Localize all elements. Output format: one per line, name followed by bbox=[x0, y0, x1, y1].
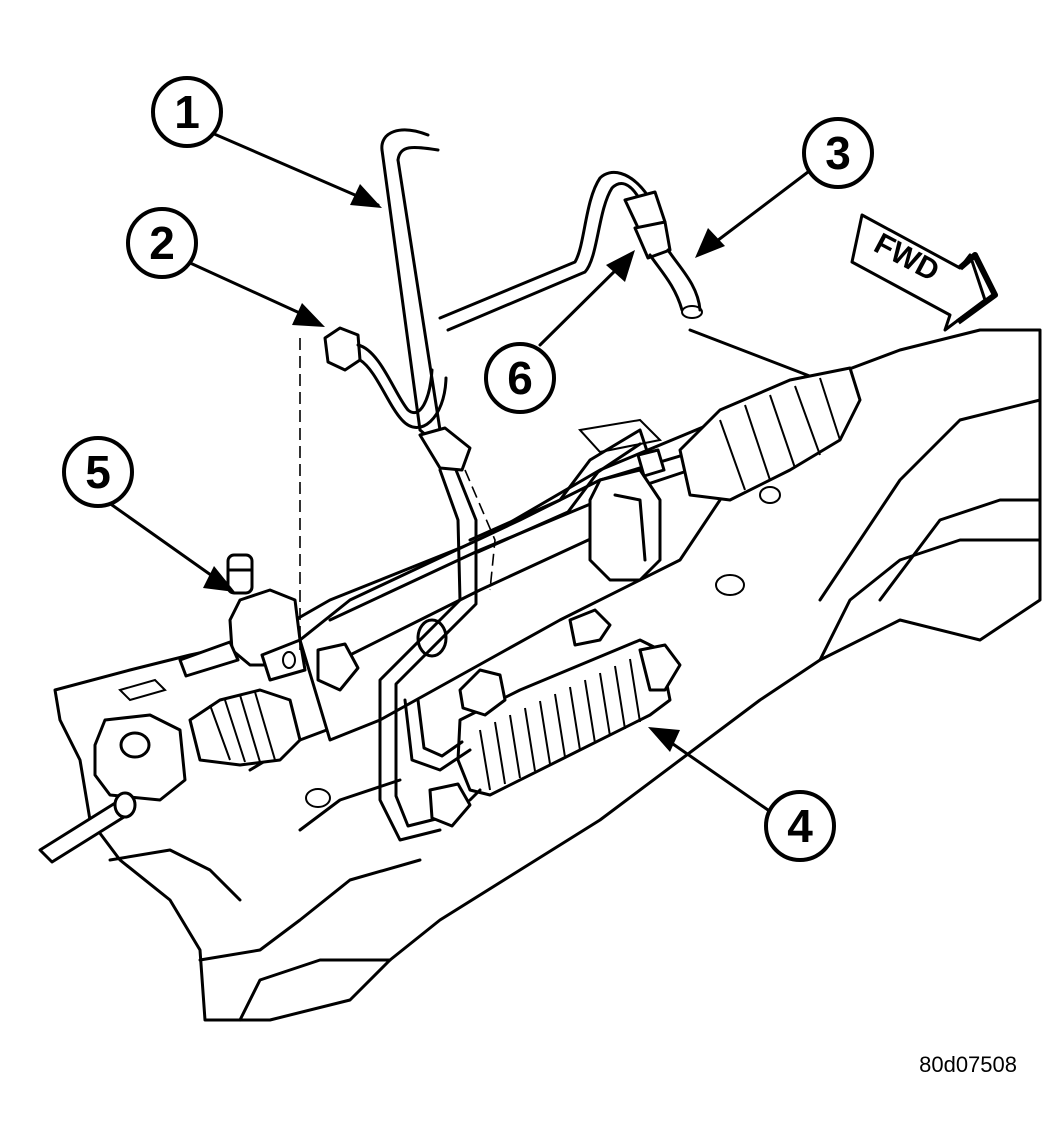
crossmember bbox=[53, 328, 1042, 1022]
callout-3-label: 3 bbox=[825, 127, 851, 179]
callout-5: 5 bbox=[62, 436, 134, 508]
steering-rack bbox=[38, 366, 862, 864]
callout-1: 1 bbox=[151, 76, 223, 148]
callout-3: 3 bbox=[802, 117, 874, 189]
callout-2: 2 bbox=[126, 207, 198, 279]
callout-1-label: 1 bbox=[174, 86, 200, 138]
callout-4: 4 bbox=[764, 790, 836, 862]
reference-code: 80d07508 bbox=[919, 1052, 1017, 1077]
callout-4-label: 4 bbox=[787, 800, 813, 852]
alignment-guides bbox=[299, 338, 496, 650]
callout-5-label: 5 bbox=[85, 446, 111, 498]
callout-2-label: 2 bbox=[149, 217, 175, 269]
pressure-hose bbox=[316, 128, 703, 842]
oil-cooler bbox=[456, 608, 682, 797]
callout-6: 6 bbox=[484, 342, 556, 414]
callout-leaders bbox=[110, 128, 810, 812]
forward-direction-arrow: FWD bbox=[850, 213, 998, 332]
callout-6-label: 6 bbox=[507, 352, 533, 404]
